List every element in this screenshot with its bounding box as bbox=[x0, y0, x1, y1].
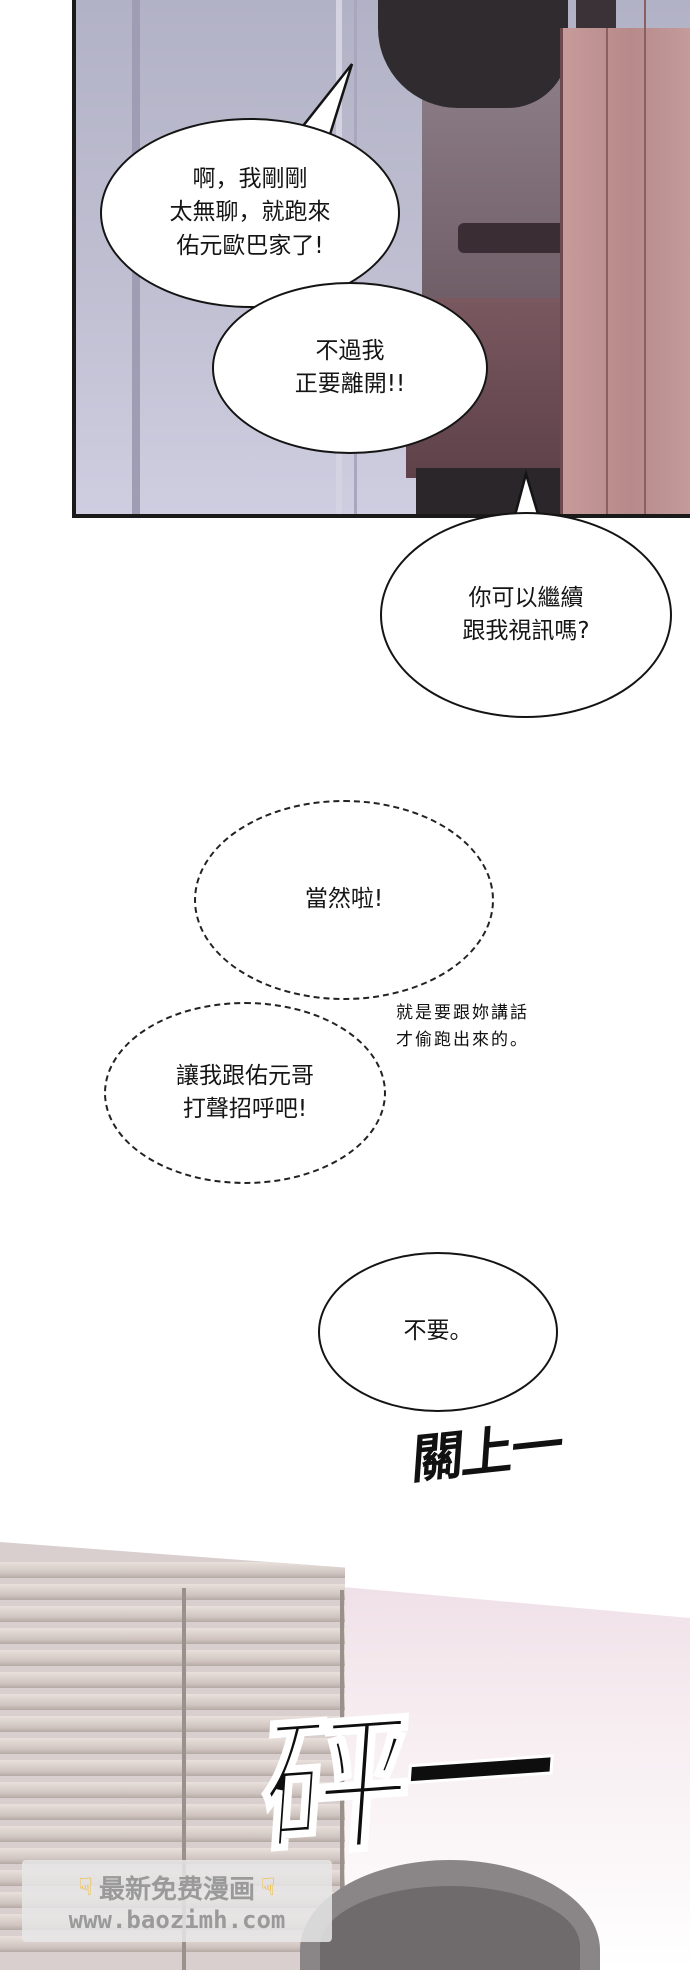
blind-slat bbox=[0, 1782, 345, 1798]
watermark-url: www.baozimh.com bbox=[68, 1905, 286, 1934]
speech-bubble-4: 當然啦! bbox=[194, 800, 494, 1000]
blind-slat bbox=[0, 1672, 345, 1688]
blind-slat bbox=[0, 1716, 345, 1732]
blind-slat bbox=[0, 1606, 345, 1622]
sfx-close-text: 關上一 bbox=[409, 1413, 564, 1492]
blind-slat bbox=[0, 1738, 345, 1754]
watermark-line-1: ☟ 最新免费漫画 ☟ bbox=[78, 1869, 275, 1906]
blind-slat bbox=[0, 1584, 345, 1600]
speech-bubble-3: 你可以繼續 跟我視訊嗎? bbox=[380, 512, 672, 718]
speech-bubble-5: 讓我跟佑元哥 打聲招呼吧! bbox=[104, 1002, 386, 1184]
sfx-bang-text: 砰一 bbox=[254, 1681, 557, 1881]
blind-cord-2 bbox=[340, 1590, 344, 1970]
blind-slat bbox=[0, 1628, 345, 1644]
blind-cord bbox=[182, 1588, 186, 1970]
pointing-hand-icon: ☟ bbox=[261, 1873, 276, 1901]
watermark-banner: ☟ 最新免费漫画 ☟ www.baozimh.com bbox=[22, 1860, 332, 1942]
blind-slat bbox=[0, 1694, 345, 1710]
blind-slat bbox=[0, 1804, 345, 1820]
door-frame bbox=[560, 28, 690, 514]
blind-slat bbox=[0, 1760, 345, 1776]
speech-bubble-6: 不要。 bbox=[318, 1252, 558, 1412]
pointing-hand-icon: ☟ bbox=[78, 1873, 93, 1901]
blind-slat bbox=[0, 1650, 345, 1666]
panel-window-scene bbox=[0, 1530, 690, 1970]
door-frame-groove bbox=[606, 28, 608, 514]
blind-slat bbox=[0, 1562, 345, 1578]
door-frame-groove-2 bbox=[644, 0, 646, 514]
blind-slat bbox=[0, 1826, 345, 1842]
watermark-text-1: 最新免费漫画 bbox=[98, 1874, 255, 1905]
aside-whisper-text: 就是要跟妳講話 才偷跑出來的。 bbox=[396, 1003, 529, 1051]
speech-bubble-2: 不過我 正要離開!! bbox=[212, 282, 488, 454]
character-hair bbox=[378, 0, 568, 108]
speech-bubble-1: 啊，我剛剛 太無聊，就跑來 佑元歐巴家了! bbox=[100, 118, 400, 308]
